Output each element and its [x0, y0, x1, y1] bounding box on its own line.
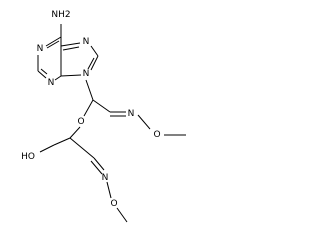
atom-nh2: NH2 — [51, 10, 70, 20]
bond-n7-c8 — [90, 45, 99, 57]
structure-diagram: NH2 N N N N N O O HO N O — [21, 10, 186, 223]
atom-n3: N — [48, 78, 55, 88]
atom-hydroxyl: HO — [21, 152, 35, 162]
atom-n9: N — [83, 69, 90, 79]
atom-n7: N — [83, 37, 90, 47]
bond-oether-c3prime — [69, 126, 81, 139]
bond-c1prime-o-ether — [83, 99, 94, 117]
atom-labels: NH2 N N N N N O O HO N O — [21, 10, 160, 209]
bond-c8-n9-double — [87, 57, 95, 70]
bond-noxime2-ox2 — [106, 181, 112, 199]
atom-n1: N — [37, 44, 44, 54]
atom-n-oxime2: N — [102, 173, 109, 183]
atom-o-oxime2: O — [110, 199, 117, 209]
bond-n9-c1prime — [85, 79, 94, 101]
atom-o-oxime1: O — [153, 130, 160, 140]
bond-c2-n3-double — [40, 68, 48, 75]
bond-noxime1-ox1 — [137, 114, 151, 130]
bond-c8-n9 — [90, 55, 99, 71]
bond-c5-n7-inner — [62, 46, 80, 51]
bond-c1prime-c2prime — [92, 99, 111, 113]
bonds — [37, 24, 186, 223]
bond-c4prime-noxime2 — [93, 157, 105, 171]
bond-n3-c4 — [54, 75, 62, 81]
atom-n-oxime1: N — [128, 109, 135, 119]
bond-c6-n1-double — [46, 40, 60, 49]
bond-c2-n3 — [37, 70, 47, 79]
bond-c6-n1 — [45, 36, 62, 47]
bond-c5-n7 — [60, 42, 81, 47]
atom-o-ether: O — [77, 117, 84, 127]
bond-c4prime-noxime2-double — [90, 160, 103, 175]
bond-ch2-oh — [39, 144, 55, 153]
bond-c3prime-ch2 — [53, 137, 71, 146]
bond-ox2-methyl — [116, 207, 128, 223]
bond-c3prime-c4prime — [69, 137, 95, 159]
bond-n9-c4 — [60, 74, 82, 77]
